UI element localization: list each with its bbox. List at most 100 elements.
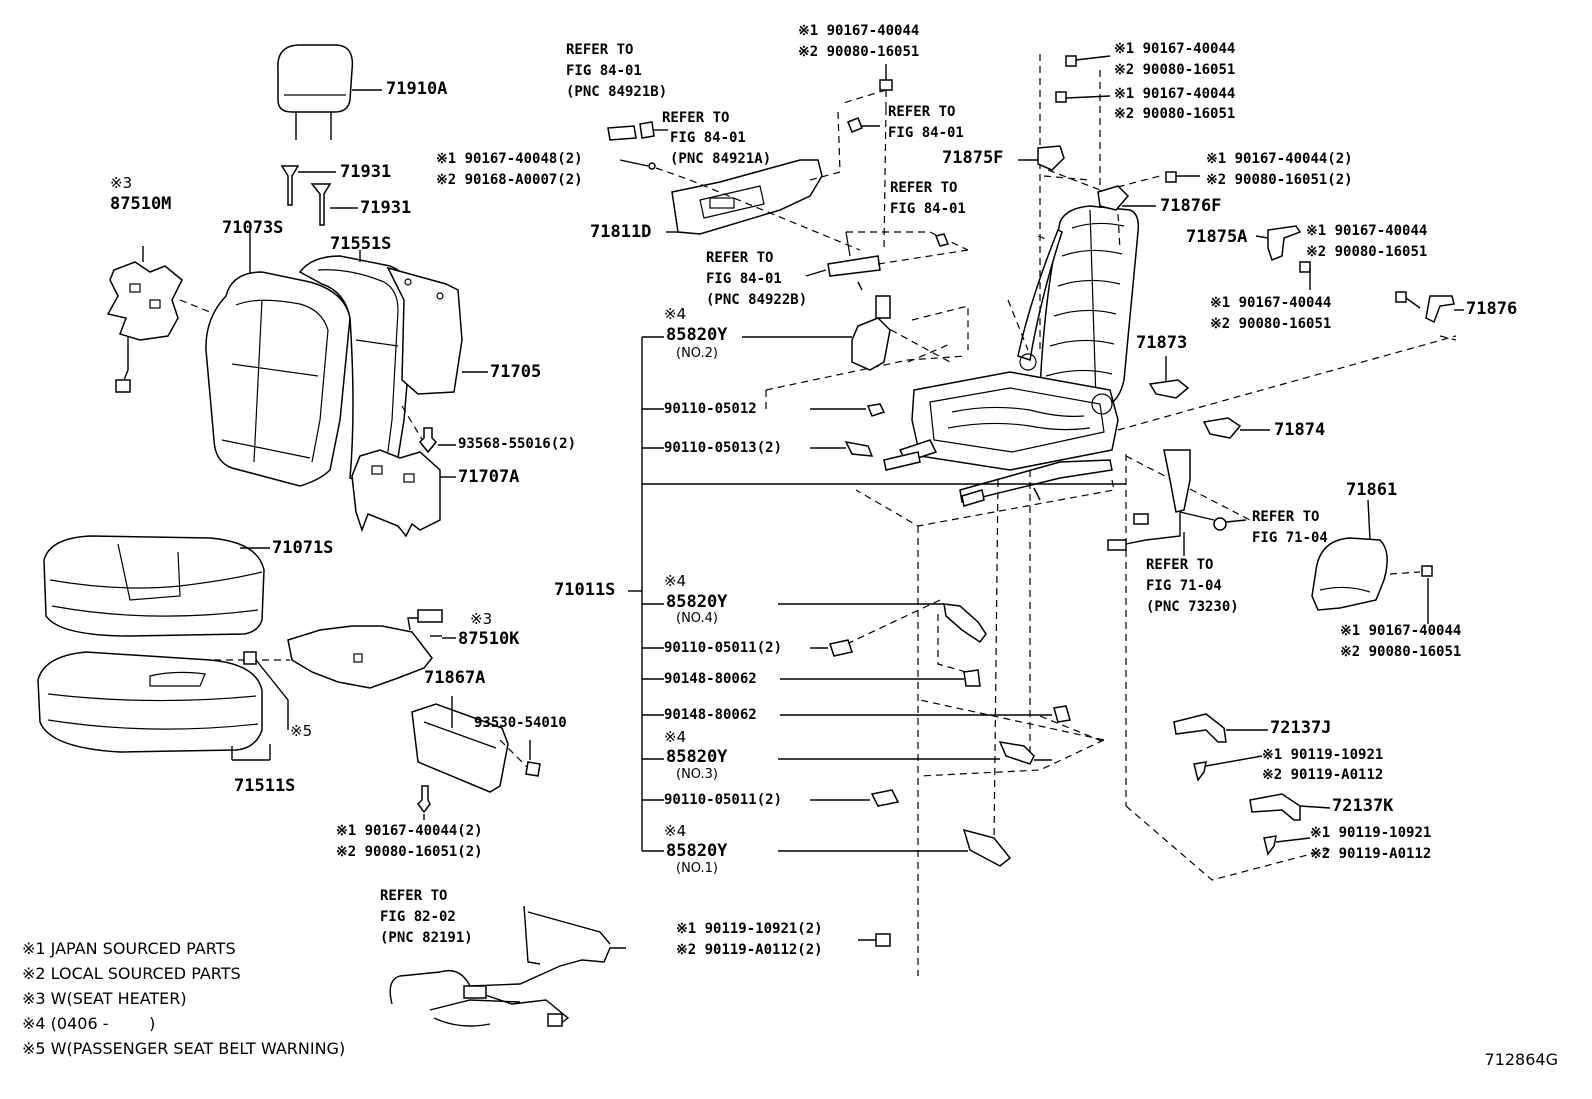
refer-fig-84-01-b-line1[interactable]: REFER TO — [662, 110, 730, 126]
bolt-top-local: ※2 90080-16051 — [798, 44, 920, 60]
note-marker-4-c: ※4 — [664, 728, 687, 746]
bolt-r5-local: ※2 90080-16051 — [1210, 316, 1332, 332]
note-marker-5: ※5 — [290, 722, 313, 740]
legend-item-5: ※5 W(PASSENGER SEAT BELT WARNING) — [22, 1039, 346, 1058]
refer-fig-84-01-d-line1[interactable]: REFER TO — [890, 180, 958, 196]
refer-fig-71-04-a-line1[interactable]: REFER TO — [1252, 509, 1320, 525]
refer-fig-84-01-a-line3[interactable]: (PNC 84921B) — [566, 84, 668, 100]
part-number-71511S: 71511S — [234, 776, 296, 796]
bolt-72137K-japan: ※1 90119-10921 — [1310, 825, 1432, 841]
part-number-85820Y-no1: 85820Y — [666, 841, 728, 861]
part-number-71011S: 71011S — [554, 580, 616, 600]
refer-fig-84-01-c-line2[interactable]: FIG 84-01 — [888, 125, 964, 141]
bolt-r4-local: ※2 90080-16051 — [1306, 244, 1428, 260]
bolt-r1-local: ※2 90080-16051 — [1114, 62, 1236, 78]
part-number-85820Y-no2: 85820Y — [666, 325, 728, 345]
refer-fig-82-02-line2[interactable]: FIG 82-02 — [380, 909, 456, 925]
frame-brackets-drawing — [1018, 55, 1464, 439]
bolt-top-center-drawing — [839, 64, 893, 249]
refer-fig-84-01-e-line2[interactable]: FIG 84-01 — [706, 271, 782, 287]
seatback-lower-panel-drawing — [351, 449, 456, 538]
refer-fig-84-01-a-line2[interactable]: FIG 84-01 — [566, 63, 642, 79]
bolt-top-japan: ※1 90167-40044 — [798, 23, 920, 39]
part-number-90110-05012: 90110-05012 — [664, 401, 757, 417]
part-number-71707A: 71707A — [458, 467, 520, 487]
refer-fig-71-04-b-line3[interactable]: (PNC 73230) — [1146, 599, 1239, 615]
bolt-bottom-japan: ※1 90119-10921(2) — [676, 921, 823, 937]
bolt-72137J-local: ※2 90119-A0112 — [1262, 767, 1384, 783]
part-number-71875A: 71875A — [1186, 227, 1248, 247]
switch-knob-drawing — [805, 231, 969, 291]
part-number-71861: 71861 — [1346, 480, 1398, 500]
refer-fig-71-04-b-line2[interactable]: FIG 71-04 — [1146, 578, 1222, 594]
bolt-drawings — [780, 403, 1071, 947]
refer-fig-82-02-line3[interactable]: (PNC 82191) — [380, 930, 473, 946]
part-number-71931-b: 71931 — [360, 198, 412, 218]
refer-fig-84-01-d-line2[interactable]: FIG 84-01 — [890, 201, 966, 217]
part-number-71874: 71874 — [1274, 420, 1326, 440]
note-marker-4-a: ※4 — [664, 305, 687, 323]
bolt-72137K-local: ※2 90119-A0112 — [1310, 846, 1432, 862]
seat-belt-buckle-drawing — [1107, 449, 1247, 556]
refer-fig-84-01-b-line3[interactable]: (PNC 84921A) — [670, 151, 772, 167]
belt-warning-sensor-drawing — [243, 651, 289, 730]
motor-position-no1: (NO.1) — [676, 861, 718, 876]
legend: ※1 JAPAN SOURCED PARTS ※2 LOCAL SOURCED … — [22, 936, 345, 1061]
refer-fig-84-01-a-line1[interactable]: REFER TO — [566, 42, 634, 58]
part-number-71811D: 71811D — [590, 222, 652, 242]
part-number-93530-54010: 93530-54010 — [474, 715, 567, 731]
seatback-heater-drawing — [106, 246, 231, 393]
bracket-71011S-lines — [628, 336, 1126, 852]
part-number-71071S: 71071S — [272, 538, 334, 558]
part-number-71073S: 71073S — [222, 218, 284, 238]
part-number-90110-05011-a: 90110-05011(2) — [664, 640, 783, 656]
part-number-90110-05011-b: 90110-05011(2) — [664, 792, 783, 808]
seat-side-cover-drawing — [411, 696, 541, 820]
part-number-71931-a: 71931 — [340, 162, 392, 182]
refer-fig-84-01-b-line2[interactable]: FIG 84-01 — [670, 130, 746, 146]
clip-drawing — [418, 427, 456, 454]
part-number-72137J: 72137J — [1270, 718, 1332, 738]
seat-cushion-heater-drawing — [214, 609, 456, 689]
bolt-r2-local: ※2 90080-16051 — [1114, 106, 1236, 122]
seatback-cover-drawing — [205, 232, 351, 487]
screw-71811-japan: ※1 90167-40048(2) — [436, 151, 583, 167]
refer-fig-82-02-line1[interactable]: REFER TO — [380, 888, 448, 904]
part-number-85820Y-no4: 85820Y — [666, 592, 728, 612]
refer-fig-84-01-e-line3[interactable]: (PNC 84922B) — [706, 292, 808, 308]
seat-cushion-cover-drawing — [43, 535, 270, 637]
bolt-r3-japan: ※1 90167-40044(2) — [1206, 151, 1353, 167]
part-number-87510M: 87510M — [110, 194, 172, 214]
headrest-guide-drawing — [280, 165, 358, 226]
legend-item-4: ※4 (0406 - ) — [22, 1014, 156, 1033]
power-seat-motor-drawing — [742, 295, 1052, 867]
screw-71811-local: ※2 90168-A0007(2) — [436, 172, 583, 188]
part-number-85820Y-no3: 85820Y — [666, 747, 728, 767]
note-marker-3-heater-back: ※3 — [110, 174, 133, 192]
refer-fig-84-01-e-line1[interactable]: REFER TO — [706, 250, 774, 266]
part-number-87510K: 87510K — [458, 629, 520, 649]
seat-cushion-pad-drawing — [37, 651, 271, 761]
note-marker-4-d: ※4 — [664, 822, 687, 840]
screw-71867-local: ※2 90080-16051(2) — [336, 844, 483, 860]
refer-fig-71-04-a-line2[interactable]: FIG 71-04 — [1252, 530, 1328, 546]
part-number-71910A: 71910A — [386, 79, 448, 99]
bolt-71861-local: ※2 90080-16051 — [1340, 644, 1462, 660]
part-number-71876F: 71876F — [1160, 196, 1222, 216]
part-number-71867A: 71867A — [424, 668, 486, 688]
part-number-93568-55016: 93568-55016(2) — [458, 436, 577, 452]
legend-item-1: ※1 JAPAN SOURCED PARTS — [22, 939, 236, 958]
bolt-r5-japan: ※1 90167-40044 — [1210, 295, 1332, 311]
motor-position-no2: (NO.2) — [676, 346, 718, 361]
frame-dashed-outline — [765, 54, 1457, 976]
bolt-72137J-japan: ※1 90119-10921 — [1262, 747, 1384, 763]
refer-fig-71-04-b-line1[interactable]: REFER TO — [1146, 557, 1214, 573]
part-number-71875F: 71875F — [942, 148, 1004, 168]
legend-item-2: ※2 LOCAL SOURCED PARTS — [22, 964, 241, 983]
part-number-90148-80062-a: 90148-80062 — [664, 671, 757, 687]
motor-position-no4: (NO.4) — [676, 611, 718, 626]
refer-fig-84-01-c-line1[interactable]: REFER TO — [888, 104, 956, 120]
note-marker-3-heater-cushion: ※3 — [470, 610, 493, 628]
part-number-71873: 71873 — [1136, 333, 1188, 353]
